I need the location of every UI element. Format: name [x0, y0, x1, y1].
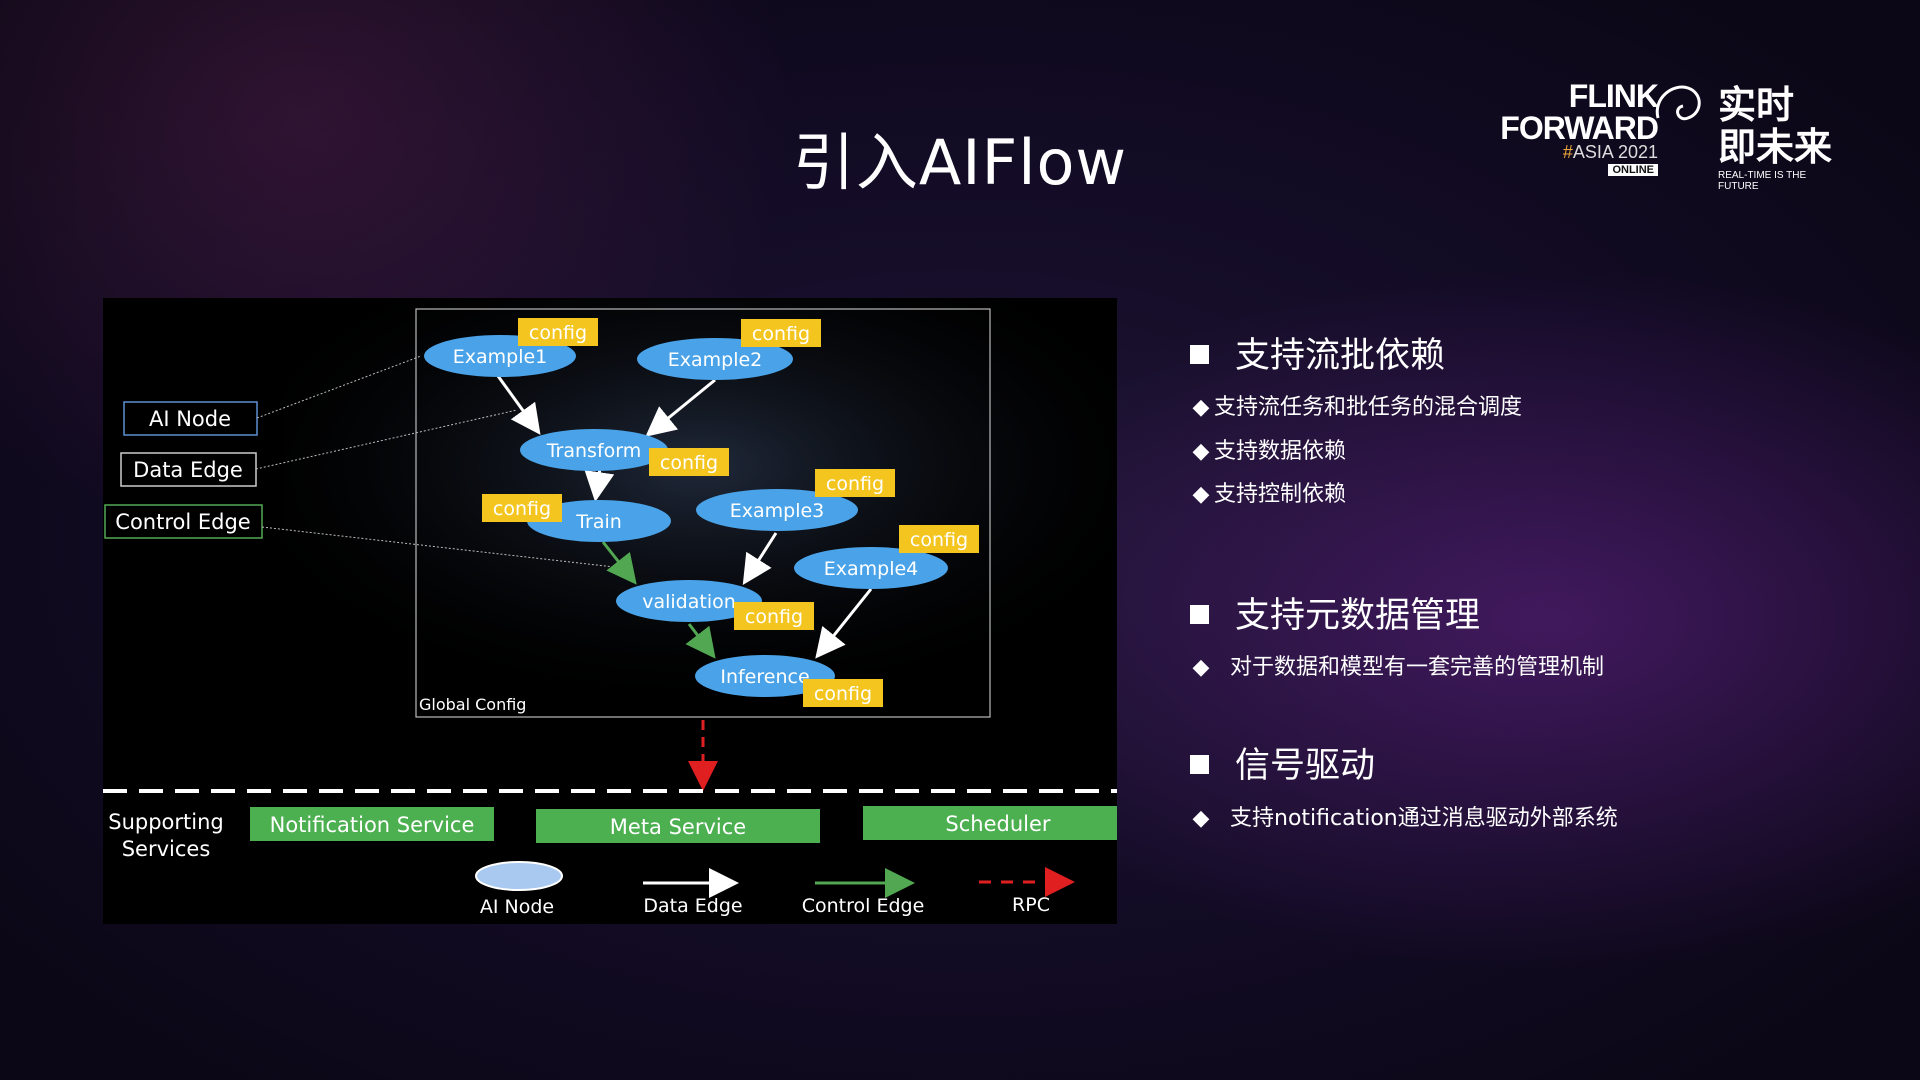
- svg-text:AI Node: AI Node: [149, 407, 231, 431]
- section-signal-driven: 信号驱动: [1190, 737, 1375, 788]
- list-item: ◆支持控制依赖: [1190, 476, 1346, 508]
- svg-text:Transform: Transform: [546, 440, 642, 462]
- svg-text:config: config: [910, 529, 968, 551]
- legend-box-control-edge: Control Edge: [104, 504, 263, 539]
- logo-tagline: REAL-TIME IS THE FUTURE: [1718, 170, 1807, 192]
- list-item: ◆支持数据依赖: [1190, 433, 1346, 465]
- svg-text:Example3: Example3: [730, 500, 825, 522]
- square-bullet-icon: [1190, 344, 1209, 364]
- squirrel-icon: [1655, 85, 1701, 121]
- legend-box-data-edge: Data Edge: [120, 452, 257, 487]
- section-metadata: 支持元数据管理: [1190, 587, 1480, 638]
- svg-text:Supporting: Supporting: [108, 810, 224, 834]
- svg-text:Example4: Example4: [824, 558, 919, 580]
- section-stream-batch: 支持流批依赖: [1190, 327, 1445, 378]
- svg-text:Example2: Example2: [668, 349, 763, 371]
- logo-cn-text: 实时 即未来: [1718, 83, 1833, 169]
- config-tag-transform: config: [649, 448, 729, 476]
- node-inference: Inference: [695, 655, 835, 697]
- svg-text:Services: Services: [122, 837, 211, 861]
- diamond-bullet-icon: ◆: [1192, 395, 1210, 420]
- config-tag-train: config: [482, 494, 562, 522]
- service-scheduler: Scheduler: [863, 806, 1117, 840]
- svg-text:config: config: [745, 606, 803, 628]
- node-example2: Example2: [637, 338, 793, 380]
- square-bullet-icon: [1190, 754, 1209, 774]
- logo-online-badge: ONLINE: [1608, 164, 1658, 176]
- node-transform: Transform: [520, 429, 668, 471]
- config-tag-inference: config: [803, 679, 883, 707]
- svg-text:RPC: RPC: [1012, 894, 1050, 916]
- global-config-label: Global Config: [419, 695, 526, 714]
- supporting-services-label: Supporting Services: [108, 810, 224, 861]
- control-edges: [601, 541, 716, 659]
- config-tag-validation: config: [734, 602, 814, 630]
- svg-text:validation: validation: [642, 591, 736, 613]
- service-notification: Notification Service: [250, 807, 494, 841]
- svg-text:config: config: [826, 473, 884, 495]
- svg-text:Train: Train: [575, 511, 622, 533]
- legend-control-edge: Control Edge: [802, 868, 925, 917]
- config-tag-example2: config: [741, 319, 821, 347]
- svg-text:config: config: [660, 452, 718, 474]
- svg-text:Example1: Example1: [453, 346, 548, 368]
- global-config-box: [415, 308, 991, 718]
- flink-forward-logo: FLINK FORWARD #ASIA 2021 ONLINE 实时 即未来 R…: [1500, 78, 1838, 192]
- svg-text:Notification Service: Notification Service: [270, 813, 475, 837]
- list-item: ◆支持流任务和批任务的混合调度: [1190, 389, 1522, 421]
- svg-text:config: config: [529, 322, 587, 344]
- svg-text:Inference: Inference: [720, 666, 809, 688]
- legend-rpc: RPC: [979, 867, 1075, 916]
- diamond-bullet-icon: ◆: [1192, 439, 1210, 464]
- legend-box-ai-node: AI Node: [123, 401, 258, 436]
- node-example3: Example3: [696, 489, 858, 531]
- svg-text:Scheduler: Scheduler: [945, 812, 1050, 836]
- node-train: Train: [527, 500, 671, 542]
- config-tag-example3: config: [815, 469, 895, 497]
- list-item: ◆支持notification通过消息驱动外部系统: [1190, 800, 1618, 832]
- svg-text:Control Edge: Control Edge: [115, 510, 250, 534]
- svg-text:Data Edge: Data Edge: [643, 895, 742, 917]
- legend-pointer-lines: [255, 355, 624, 569]
- svg-text:Data Edge: Data Edge: [133, 458, 243, 482]
- page-title: 引入AIFlow: [792, 126, 1128, 199]
- node-example4: Example4: [794, 547, 948, 589]
- square-bullet-icon: [1190, 604, 1209, 624]
- service-meta: Meta Service: [536, 809, 820, 843]
- legend-data-edge: Data Edge: [643, 868, 743, 917]
- logo-wordmark: FLINK FORWARD: [1500, 78, 1659, 146]
- svg-text:Control Edge: Control Edge: [802, 895, 925, 917]
- list-item: ◆对于数据和模型有一套完善的管理机制: [1190, 649, 1604, 681]
- svg-text:AI Node: AI Node: [480, 896, 554, 918]
- svg-text:config: config: [493, 498, 551, 520]
- diamond-bullet-icon: ◆: [1192, 806, 1210, 831]
- diamond-bullet-icon: ◆: [1192, 482, 1210, 507]
- data-edges: [496, 375, 873, 659]
- node-validation: validation: [616, 580, 762, 622]
- config-tag-example4: config: [899, 525, 979, 553]
- aiflow-diagram: Global Config AI Node Data Edge Control …: [103, 298, 1117, 924]
- legend-ai-node: AI Node: [475, 861, 563, 918]
- logo-asia: #ASIA 2021: [1562, 142, 1658, 162]
- svg-text:config: config: [814, 683, 872, 705]
- svg-text:Meta Service: Meta Service: [610, 815, 746, 839]
- config-tag-example1: config: [518, 318, 598, 346]
- diamond-bullet-icon: ◆: [1192, 655, 1210, 680]
- svg-text:config: config: [752, 323, 810, 345]
